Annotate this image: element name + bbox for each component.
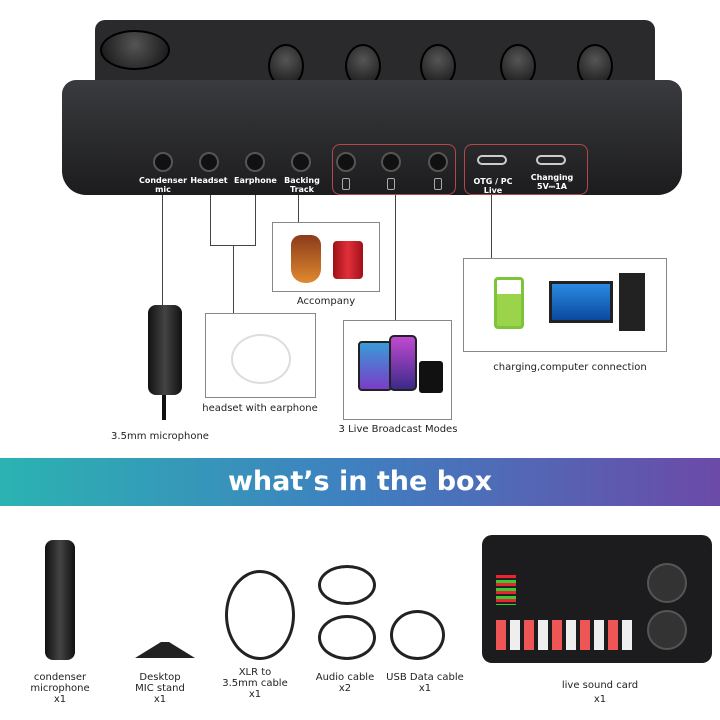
charging-caption: charging,computer connection [493,362,647,373]
microphone-caption: 3.5mm microphone [111,431,209,442]
earphone-image [231,334,291,384]
phone-jack [336,152,356,172]
battery-icon [494,277,524,329]
usb-cable-image [390,610,445,660]
headset-box [205,313,316,398]
item-qty: x1 [248,689,262,700]
port-label: Backing Track [284,176,320,194]
phone-jack [381,152,401,172]
knob [647,610,687,650]
sound-card-device [62,80,682,195]
phone-image [419,361,443,393]
port-label: Earphone [234,176,277,185]
phone-image [389,335,417,391]
connector-line [298,195,299,222]
item-name: Desktop MIC stand [135,672,185,694]
item-qty: x1 [53,694,67,705]
tablet-image [358,341,392,391]
whats-in-the-box-banner: what’s in the box [0,458,720,506]
broadcast-caption: 3 Live Broadcast Modes [338,424,458,435]
phone-icon [342,178,350,190]
connector-line [162,195,163,305]
broadcast-ports-group [332,144,456,195]
item-name: live sound card [561,680,639,691]
port-label: Condenser mic [138,176,188,194]
item-name: condenser microphone [30,672,90,694]
headset-jack [199,152,219,172]
monitor-image [549,281,613,323]
microphone-image [148,305,182,395]
usb-c-port [536,155,566,165]
connector-line [255,195,256,245]
headset-caption: headset with earphone [202,403,318,414]
knob [647,563,687,603]
connector-line [491,195,492,258]
large-knob [100,30,170,70]
speaker-image [333,241,363,279]
item-name: USB Data cable [386,672,464,683]
condenser-mic-image [45,540,75,660]
usb-ports-group [464,144,588,195]
connector-line [233,245,234,313]
item-qty: x2 [338,683,352,694]
phone-jack [428,152,448,172]
guitar-image [291,235,321,283]
audio-cable-image [318,565,376,605]
item-qty: x1 [153,694,167,705]
item-name: Audio cable [315,672,375,683]
backing-track-jack [291,152,311,172]
port-label: OTG / PC Live [473,177,513,195]
connector-line [210,195,211,245]
banner-title: what’s in the box [227,466,493,497]
phone-icon [434,178,442,190]
box-item-caption: live sound card x1 [545,680,655,705]
mic-stand-image [135,550,195,658]
connector-line [395,195,396,320]
item-qty: x1 [593,694,607,705]
item-qty: x1 [418,683,432,694]
phone-icon [387,178,395,190]
usb-c-port [477,155,507,165]
port-label: Changing 5V⎓1A [530,173,574,191]
audio-cable-image [318,615,376,660]
port-label: Headset [190,176,228,185]
charging-box [463,258,667,352]
accompany-caption: Accompany [296,296,356,307]
xlr-cable-image [225,570,295,660]
item-name: XLR to 3.5mm cable [222,667,288,689]
level-meter [496,575,516,605]
accompany-box [272,222,380,292]
earphone-jack [245,152,265,172]
pc-tower-image [619,273,645,331]
broadcast-box [343,320,452,420]
mic-cable [162,395,166,420]
effect-buttons [496,620,636,650]
condenser-mic-jack [153,152,173,172]
live-sound-card-image [482,535,712,663]
